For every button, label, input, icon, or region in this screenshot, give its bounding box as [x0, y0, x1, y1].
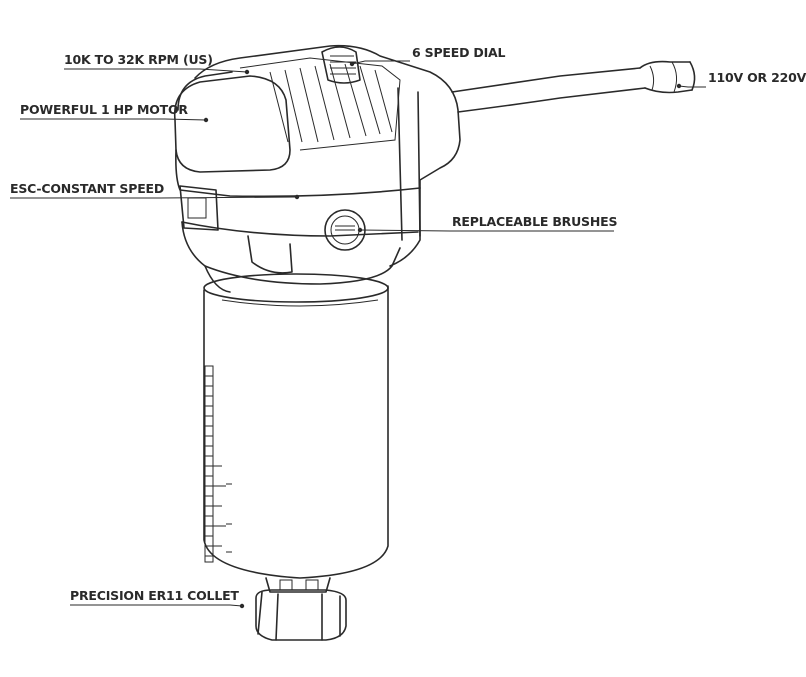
brushes-label: REPLACEABLE BRUSHES: [452, 214, 618, 229]
collet-label: PRECISION ER11 COLLET: [70, 588, 239, 603]
motor-housing: [173, 44, 461, 293]
rpm-label: 10K TO 32K RPM (US): [64, 52, 213, 67]
collet-nut: [255, 577, 347, 641]
speed-dial-label: 6 SPEED DIAL: [412, 45, 506, 60]
motor-label: POWERFUL 1 HP MOTOR: [20, 102, 188, 117]
power-cord: [451, 60, 696, 113]
voltage-label: 110V OR 220V: [708, 70, 806, 85]
leader-lines: [10, 60, 706, 609]
esc-label: ESC-CONSTANT SPEED: [10, 181, 165, 196]
router-body: [203, 273, 389, 579]
